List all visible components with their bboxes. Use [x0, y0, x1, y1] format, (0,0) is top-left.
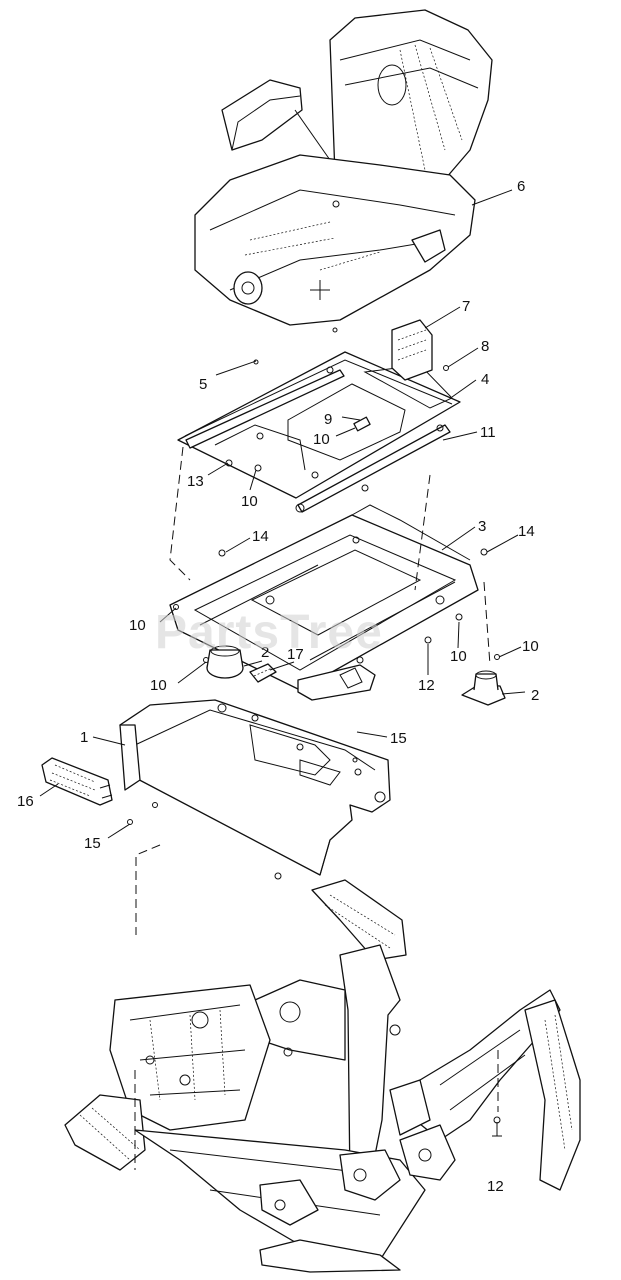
- callout-10: 10: [241, 493, 258, 510]
- callout-10: 10: [129, 617, 146, 634]
- callout-13: 13: [187, 473, 204, 490]
- callout-12: 12: [487, 1178, 504, 1195]
- callout-10: 10: [150, 677, 167, 694]
- isolator-mount-left[interactable]: [206, 645, 244, 679]
- callout-10: 10: [522, 638, 539, 655]
- seat-latch[interactable]: [41, 757, 113, 806]
- seat-slide-plate[interactable]: [177, 319, 461, 513]
- callout-12: 12: [418, 677, 435, 694]
- isolator-mount-right[interactable]: [461, 670, 506, 706]
- assembly-guide-lines: [134, 446, 499, 1170]
- callout-16: 16: [17, 793, 34, 810]
- callout-15: 15: [390, 730, 407, 747]
- callout-4: 4: [481, 371, 489, 388]
- seat-switch[interactable]: [249, 663, 376, 701]
- callout-8: 8: [481, 338, 489, 355]
- callout-7: 7: [462, 298, 470, 315]
- callout-17: 17: [287, 646, 304, 663]
- seat-pan[interactable]: [119, 699, 407, 961]
- watermark-logo: PartsTree: [155, 606, 383, 659]
- seat-frame[interactable]: [169, 504, 500, 691]
- callout-5: 5: [199, 376, 207, 393]
- callout-labels: 6 7 8 5 4 9 10 11 13 10 3 14 14 10 10 2 …: [17, 178, 539, 1195]
- callout-14: 14: [252, 528, 269, 545]
- callout-10: 10: [450, 648, 467, 665]
- callout-14: 14: [518, 523, 535, 540]
- callout-1: 1: [80, 729, 88, 746]
- callout-10: 10: [313, 431, 330, 448]
- callout-11: 11: [480, 424, 496, 441]
- callout-2: 2: [261, 644, 269, 661]
- callout-9: 9: [324, 411, 332, 428]
- callout-2: 2: [531, 687, 539, 704]
- tractor-frame[interactable]: [64, 944, 581, 1273]
- seat-assembly[interactable]: [194, 9, 493, 333]
- leader-lines: [39, 189, 526, 839]
- callout-6: 6: [517, 178, 525, 195]
- callout-15: 15: [84, 835, 101, 852]
- callout-3: 3: [478, 518, 486, 535]
